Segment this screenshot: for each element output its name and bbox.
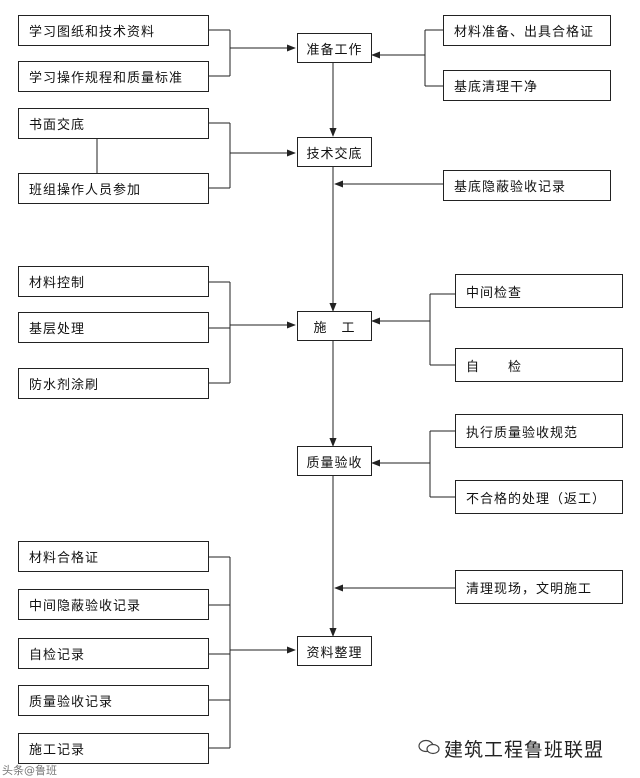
- box-quality-acceptance-record: 质量验收记录: [18, 685, 209, 716]
- box-material-certificate: 材料合格证: [18, 541, 209, 572]
- step-preparation: 准备工作: [297, 33, 372, 63]
- box-study-procedures: 学习操作规程和质量标准: [18, 61, 209, 92]
- box-quality-spec: 执行质量验收规范: [455, 414, 623, 448]
- box-material-control: 材料控制: [18, 266, 209, 297]
- box-self-inspection: 自 检: [455, 348, 623, 382]
- box-hidden-acceptance-record: 中间隐蔽验收记录: [18, 589, 209, 620]
- step-archive: 资料整理: [297, 636, 372, 666]
- box-intermediate-inspection: 中间检查: [455, 274, 623, 308]
- watermark-sub: 头条@鲁班: [2, 764, 57, 777]
- box-written-briefing: 书面交底: [18, 108, 209, 139]
- box-study-drawings: 学习图纸和技术资料: [18, 15, 209, 46]
- box-nonconformity-handling: 不合格的处理（返工）: [455, 480, 623, 514]
- box-base-hidden-acceptance: 基底隐蔽验收记录: [443, 170, 611, 201]
- box-construction-record: 施工记录: [18, 733, 209, 764]
- box-site-cleanup: 清理现场，文明施工: [455, 570, 623, 604]
- box-base-cleaning: 基底清理干净: [443, 70, 611, 101]
- step-technical-briefing: 技术交底: [297, 137, 372, 167]
- wechat-icon: [418, 739, 440, 755]
- box-team-participation: 班组操作人员参加: [18, 173, 209, 204]
- box-self-check-record: 自检记录: [18, 638, 209, 669]
- step-construction: 施 工: [297, 311, 372, 341]
- watermark-main: 建筑工程鲁班联盟: [444, 739, 605, 761]
- step-quality-acceptance: 质量验收: [297, 446, 372, 476]
- box-waterproof-coating: 防水剂涂刷: [18, 368, 209, 399]
- box-base-treatment: 基层处理: [18, 312, 209, 343]
- box-material-prep: 材料准备、出具合格证: [443, 15, 611, 46]
